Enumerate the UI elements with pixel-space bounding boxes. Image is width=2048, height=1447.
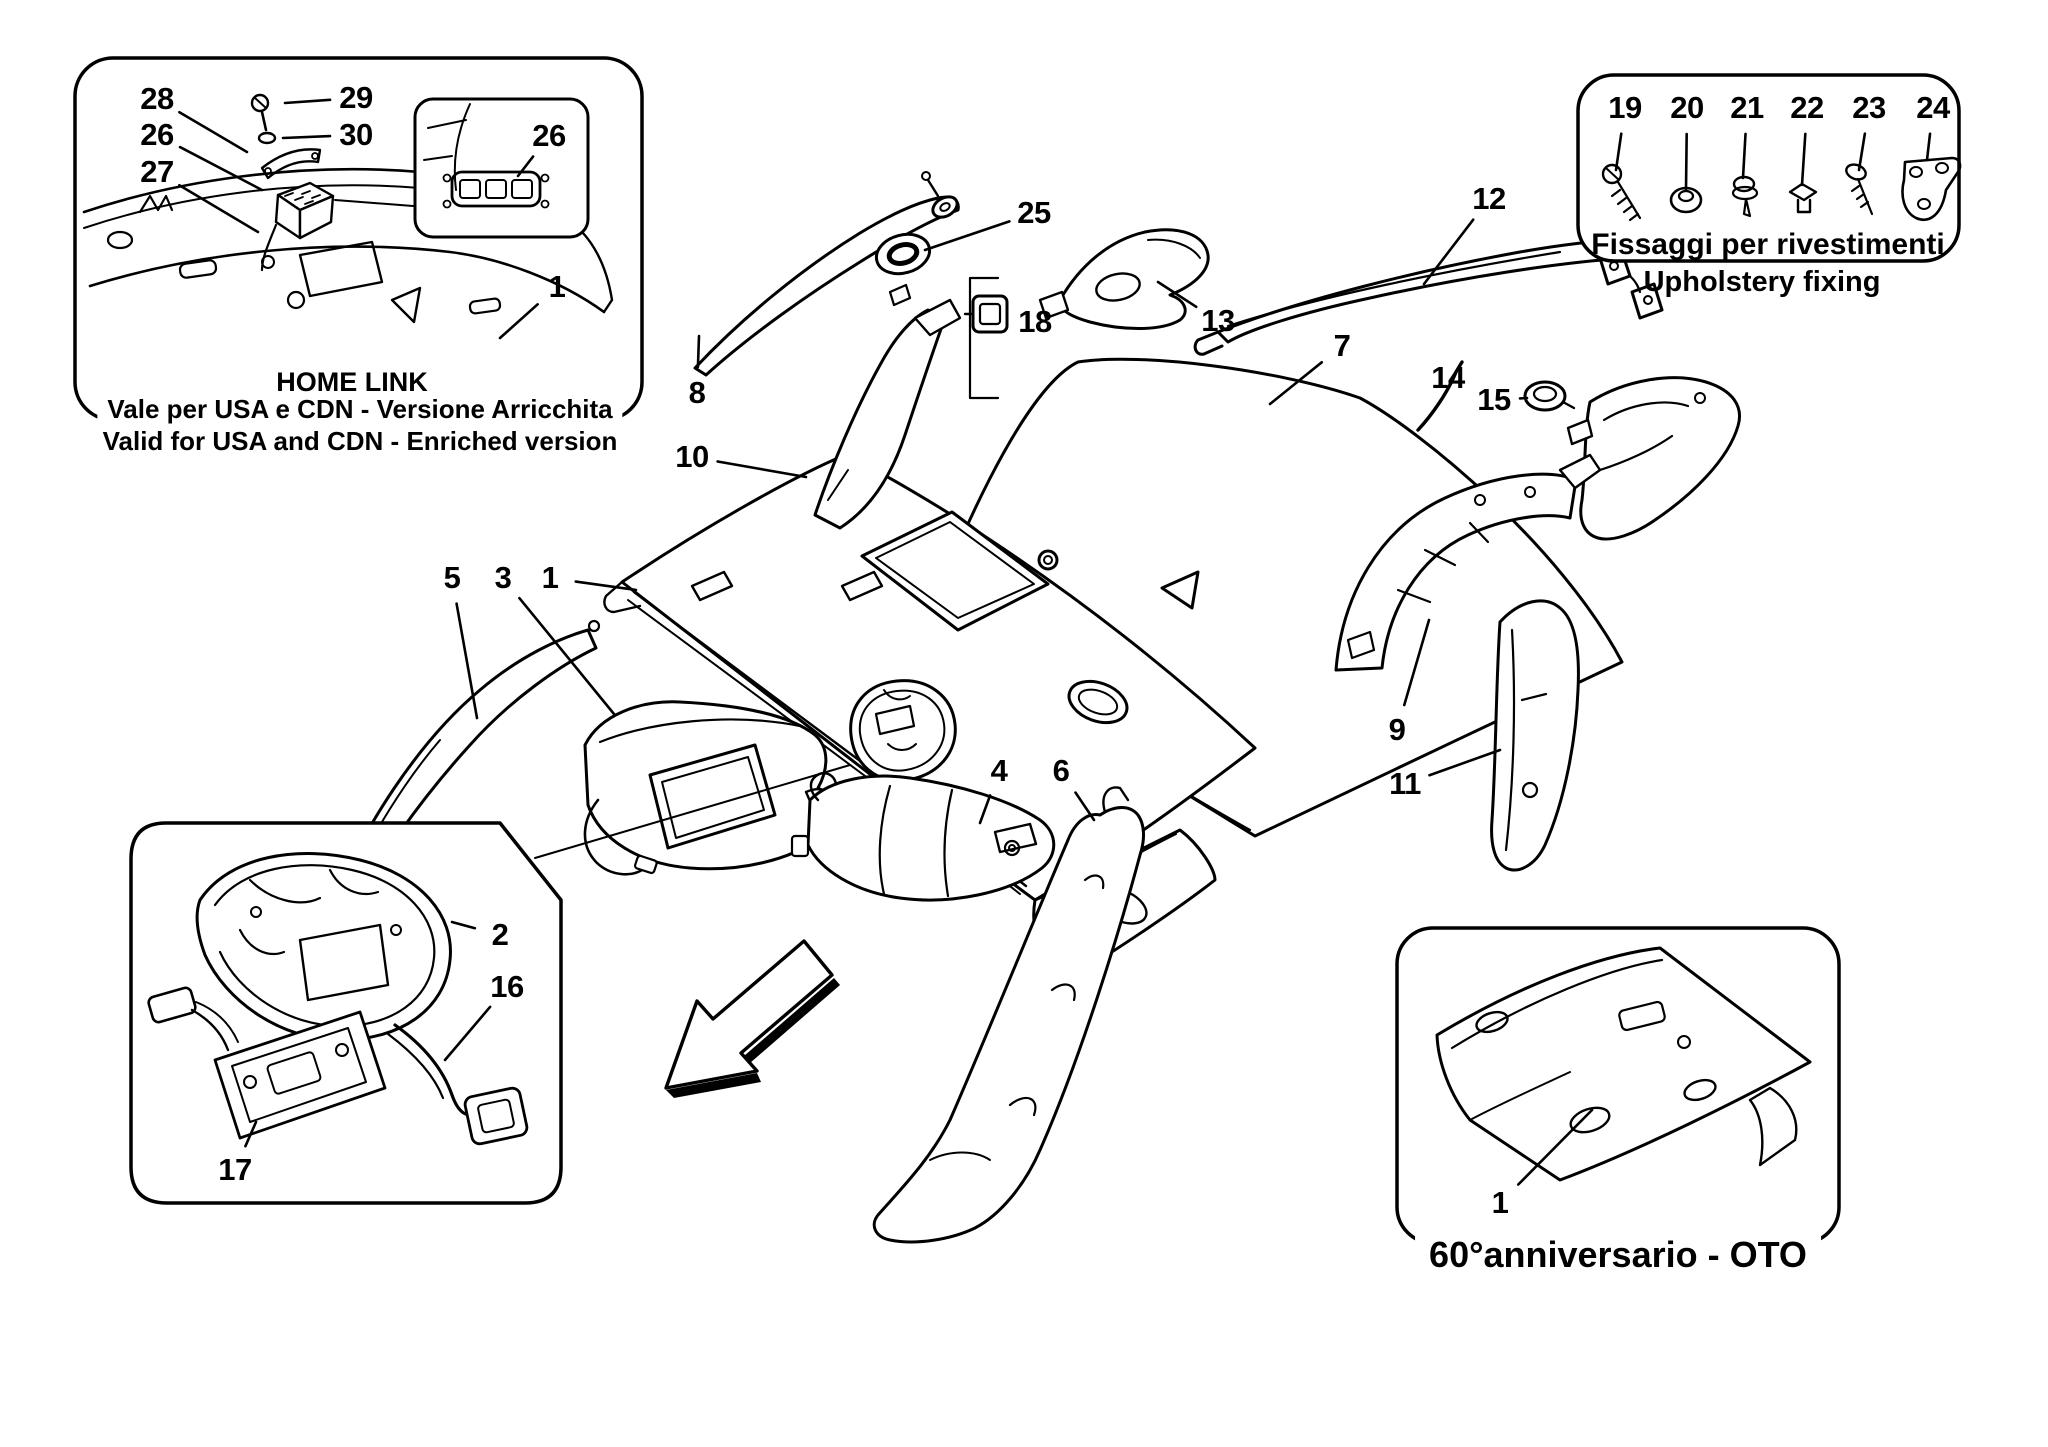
part-cap bbox=[1523, 380, 1576, 412]
home-link-title: HOME LINK bbox=[276, 367, 428, 397]
home-link-subtitle-it: Vale per USA e CDN - Versione Arricchita bbox=[97, 394, 623, 425]
fixings-caption-it: Fissaggi per rivestimenti bbox=[1591, 228, 1945, 261]
part-rear-quarter-trim bbox=[1334, 453, 1602, 672]
part-b-pillar-lower-trim bbox=[872, 786, 1145, 1244]
part-b-pillar-upper-trim bbox=[813, 283, 962, 530]
part-sail-garnish-left bbox=[1038, 228, 1210, 330]
part-dome-console-main bbox=[849, 679, 957, 782]
part-sun-visor bbox=[790, 772, 1056, 902]
part-retaining-rod bbox=[1416, 360, 1464, 432]
part-sun-visor-mirror bbox=[583, 700, 847, 876]
part-clip-18 bbox=[963, 276, 1009, 400]
home-link-subtitle-en: Valid for USA and CDN - Enriched version bbox=[92, 426, 628, 457]
inset-console-box bbox=[129, 821, 563, 1205]
inset-home-link-box bbox=[73, 56, 644, 422]
leader-lines bbox=[178, 98, 1932, 1186]
part-grommet bbox=[874, 232, 932, 276]
inset-anniversary-box bbox=[1395, 926, 1841, 1245]
detail-link-line bbox=[534, 764, 851, 859]
anniversary-caption: 60°anniversario - OTO bbox=[1415, 1234, 1821, 1276]
part-sail-garnish-right bbox=[1566, 376, 1741, 541]
part-c-pillar-lower-trim bbox=[1490, 599, 1580, 872]
direction-arrow bbox=[664, 939, 840, 1098]
fixings-caption-en: Upholstery fixing bbox=[1643, 266, 1881, 298]
